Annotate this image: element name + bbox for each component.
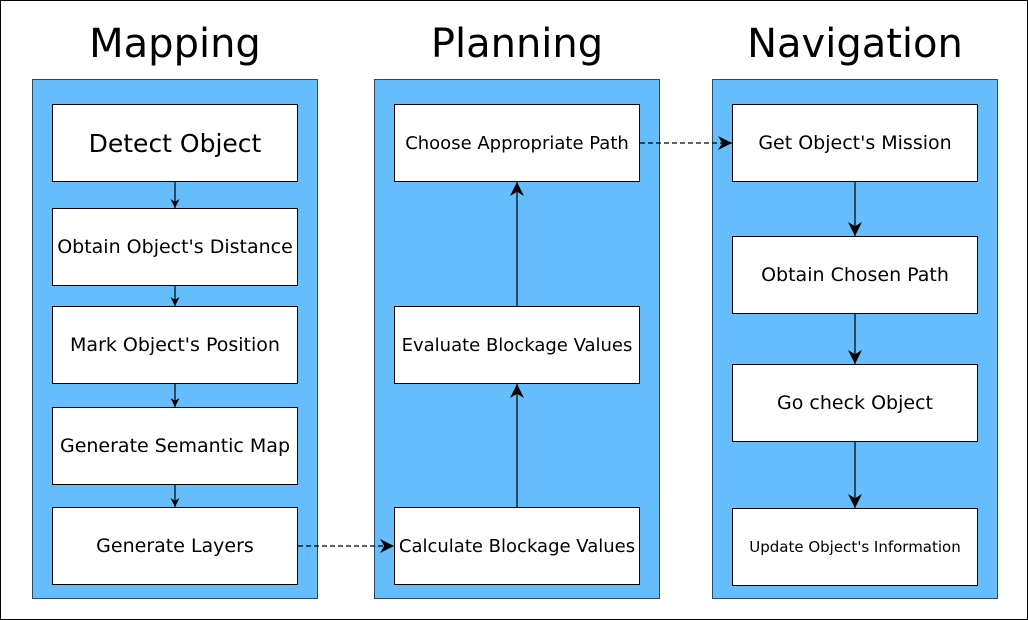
step-obtain-chosen-path: Obtain Chosen Path [732,236,978,314]
step-obtain-object-distance: Obtain Object's Distance [52,208,298,286]
column-title-planning: Planning [430,21,604,67]
step-choose-appropriate-path: Choose Appropriate Path [394,104,640,182]
step-generate-layers: Generate Layers [52,507,298,585]
step-evaluate-blockage-values: Evaluate Blockage Values [394,306,640,384]
step-get-object-mission: Get Object's Mission [732,104,978,182]
column-title-navigation: Navigation [747,21,963,67]
column-title-mapping: Mapping [89,21,261,67]
step-go-check-object: Go check Object [732,364,978,442]
step-calculate-blockage-values: Calculate Blockage Values [394,507,640,585]
step-mark-object-position: Mark Object's Position [52,306,298,384]
step-generate-semantic-map: Generate Semantic Map [52,407,298,485]
step-update-object-information: Update Object's Information [732,508,978,586]
step-detect-object: Detect Object [52,104,298,182]
